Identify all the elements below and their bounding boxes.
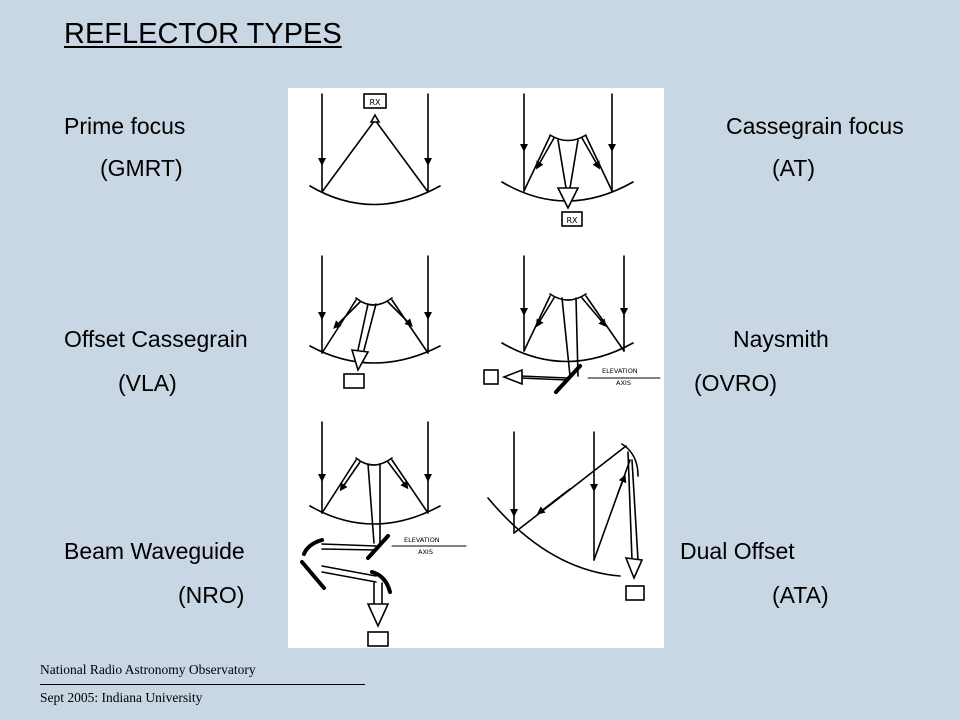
bwg-axis-label-1: ELEVATION (404, 536, 440, 544)
label-naysmith-sub: (OVRO) (694, 370, 778, 396)
footer-divider (40, 684, 365, 685)
prime-rx-box (363, 93, 387, 109)
offset-rx-box (343, 373, 365, 389)
bwg-mirror-1 (366, 534, 390, 560)
label-cassegrain-focus-sub: (AT) (772, 155, 816, 181)
label-cassegrain-focus: Cassegrain focus (726, 113, 904, 139)
bwg-mirror-3 (300, 560, 326, 590)
bwg-mirror-4 (370, 570, 392, 594)
label-beam-waveguide-sub: (NRO) (178, 582, 245, 608)
diagram-prime-focus (309, 93, 441, 206)
label-offset-cassegrain: Offset Cassegrain (64, 326, 248, 352)
prime-dish (309, 185, 441, 206)
naysmith-axis-label-1: ELEVATION (602, 367, 638, 375)
naysmith-subreflector (549, 293, 587, 301)
prime-rx-label: RX (369, 98, 381, 107)
diagram-cassegrain (501, 93, 634, 227)
naysmith-dish (501, 342, 634, 363)
bwg-mirror-2 (302, 538, 324, 556)
naysmith-mirror (554, 364, 582, 394)
bwg-axis-label-2: AXIS (418, 548, 433, 556)
footer-event: Sept 2005: Indiana University (40, 690, 203, 705)
naysmith-axis-label-2: AXIS (616, 379, 631, 387)
label-dual-offset: Dual Offset (680, 538, 795, 564)
footer-organization: National Radio Astronomy Observatory (40, 662, 256, 677)
offset-subreflector (355, 297, 393, 306)
bwg-rx-box (367, 631, 389, 647)
reflector-diagram-svg: RX RX ELEVATION AXIS ELEVATION AXIS (300, 93, 661, 647)
dual-offset-dish (487, 497, 621, 577)
naysmith-rx-box (483, 369, 499, 385)
diagram-dual-offset (487, 431, 645, 601)
dual-offset-rx-box (625, 585, 645, 601)
bwg-dish (309, 505, 441, 525)
label-prime-focus: Prime focus (64, 113, 186, 139)
cassegrain-subreflector (549, 134, 587, 142)
slide-title: REFLECTOR TYPES (64, 18, 342, 50)
label-dual-offset-sub: (ATA) (772, 582, 829, 608)
diagram-beam-waveguide (300, 421, 467, 647)
label-naysmith: Naysmith (733, 326, 829, 352)
offset-dish (309, 345, 441, 364)
bwg-subreflector (355, 457, 393, 466)
diagram-naysmith (483, 255, 661, 394)
reflector-diagram: RX RX ELEVATION AXIS ELEVATION AXIS (288, 88, 664, 648)
diagram-offset-cassegrain (309, 255, 441, 389)
label-offset-cassegrain-sub: (VLA) (118, 370, 177, 396)
dual-offset-subreflector (621, 443, 639, 477)
label-beam-waveguide: Beam Waveguide (64, 538, 245, 564)
cassegrain-rx-box (561, 211, 583, 227)
cassegrain-rx-label: RX (566, 216, 578, 225)
label-prime-focus-sub: (GMRT) (100, 155, 183, 181)
